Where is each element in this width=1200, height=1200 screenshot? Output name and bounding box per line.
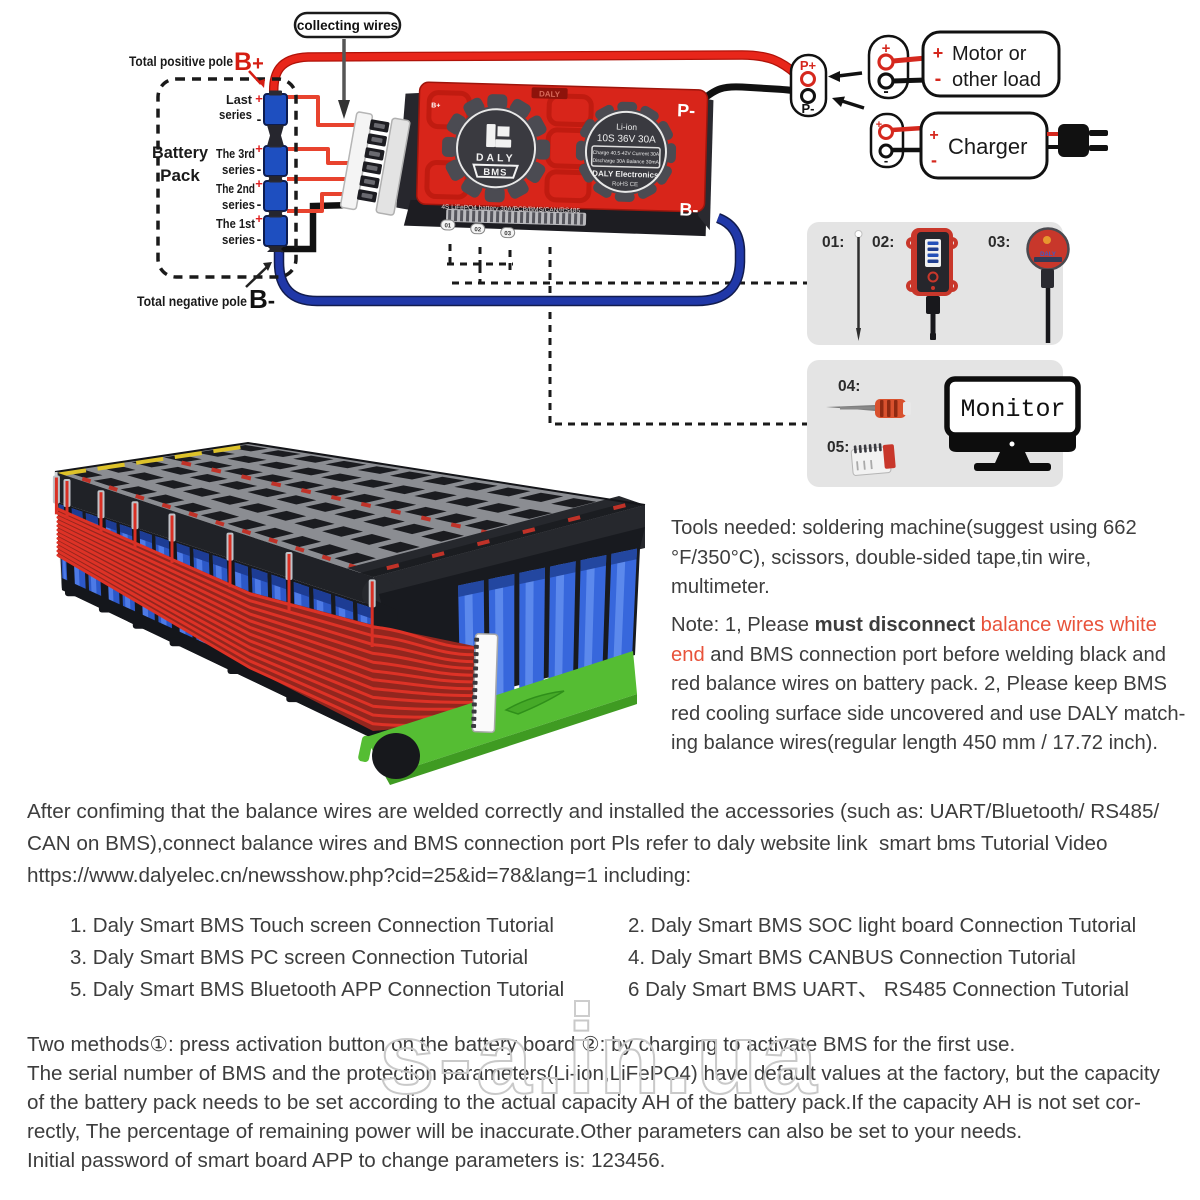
svg-text:Pack: Pack (160, 166, 200, 185)
svg-text:The 2nd: The 2nd (216, 181, 255, 196)
svg-text:B+: B+ (234, 48, 264, 76)
svg-text:03:: 03: (988, 234, 1010, 251)
svg-text:Li-ion: Li-ion (616, 122, 637, 133)
svg-text:-: - (935, 68, 942, 90)
svg-text:-: - (884, 153, 888, 168)
svg-text:DALY Electronics: DALY Electronics (592, 169, 659, 180)
svg-text:B-: B- (249, 284, 275, 314)
svg-text:The 1st: The 1st (216, 216, 256, 231)
svg-text:P-: P- (802, 101, 815, 116)
svg-text:-: - (257, 161, 262, 177)
svg-text:04:: 04: (838, 378, 860, 395)
svg-text:+: + (882, 40, 891, 57)
svg-text:Total positive pole: Total positive pole (129, 54, 233, 69)
svg-text:03: 03 (504, 231, 512, 237)
svg-text:+: + (255, 211, 263, 226)
svg-text:+: + (255, 176, 263, 191)
svg-text:-: - (257, 111, 262, 127)
svg-text:series: series (222, 197, 255, 212)
svg-text:01:: 01: (822, 234, 844, 251)
svg-text:05:: 05: (827, 439, 849, 456)
svg-text:+: + (876, 119, 882, 131)
svg-text:4S LiFePO4 battery 30A/PCB/BMS: 4S LiFePO4 battery 30A/PCB/BMS/CAN/RS485 (441, 204, 580, 215)
svg-text:02:: 02: (872, 234, 894, 251)
svg-text:P+: P+ (800, 58, 817, 73)
svg-text:DALY: DALY (1040, 252, 1056, 258)
svg-text:-: - (883, 83, 888, 100)
svg-text:DALY: DALY (539, 89, 561, 99)
svg-text:Motor or: Motor or (952, 43, 1027, 65)
svg-text:Charger: Charger (948, 134, 1027, 159)
svg-text:RoHS CE: RoHS CE (612, 181, 638, 188)
svg-text:02: 02 (474, 227, 482, 233)
svg-text:series: series (222, 162, 255, 177)
svg-text:Discharge 30A Balance 30mA: Discharge 30A Balance 30mA (592, 158, 659, 166)
svg-text:The 3rd: The 3rd (216, 146, 255, 161)
svg-text:-: - (257, 196, 262, 212)
svg-text:+: + (929, 127, 938, 144)
svg-text:+: + (933, 43, 944, 63)
svg-text:P-: P- (677, 100, 696, 120)
svg-text:series: series (222, 232, 255, 247)
svg-text:Last: Last (226, 92, 253, 107)
svg-text:other load: other load (952, 69, 1041, 91)
svg-text:01: 01 (444, 223, 452, 229)
svg-text:+: + (255, 141, 263, 156)
svg-text:B-: B- (679, 199, 699, 220)
svg-text:Charge 40.5-42V Current 30A: Charge 40.5-42V Current 30A (593, 150, 660, 158)
svg-text:Battery: Battery (152, 143, 209, 162)
svg-text:Total negative pole: Total negative pole (137, 293, 247, 309)
svg-text:BMS: BMS (483, 167, 507, 179)
svg-text:+: + (255, 91, 263, 106)
svg-text:10S 36V 30A: 10S 36V 30A (597, 133, 657, 146)
svg-text:DALY: DALY (476, 152, 516, 165)
svg-text:Monitor: Monitor (960, 395, 1065, 424)
svg-text:-: - (931, 150, 937, 170)
svg-text:B+: B+ (431, 102, 440, 109)
svg-text:collecting wires: collecting wires (297, 18, 398, 33)
svg-text:series: series (219, 107, 252, 122)
svg-text:-: - (257, 231, 262, 247)
